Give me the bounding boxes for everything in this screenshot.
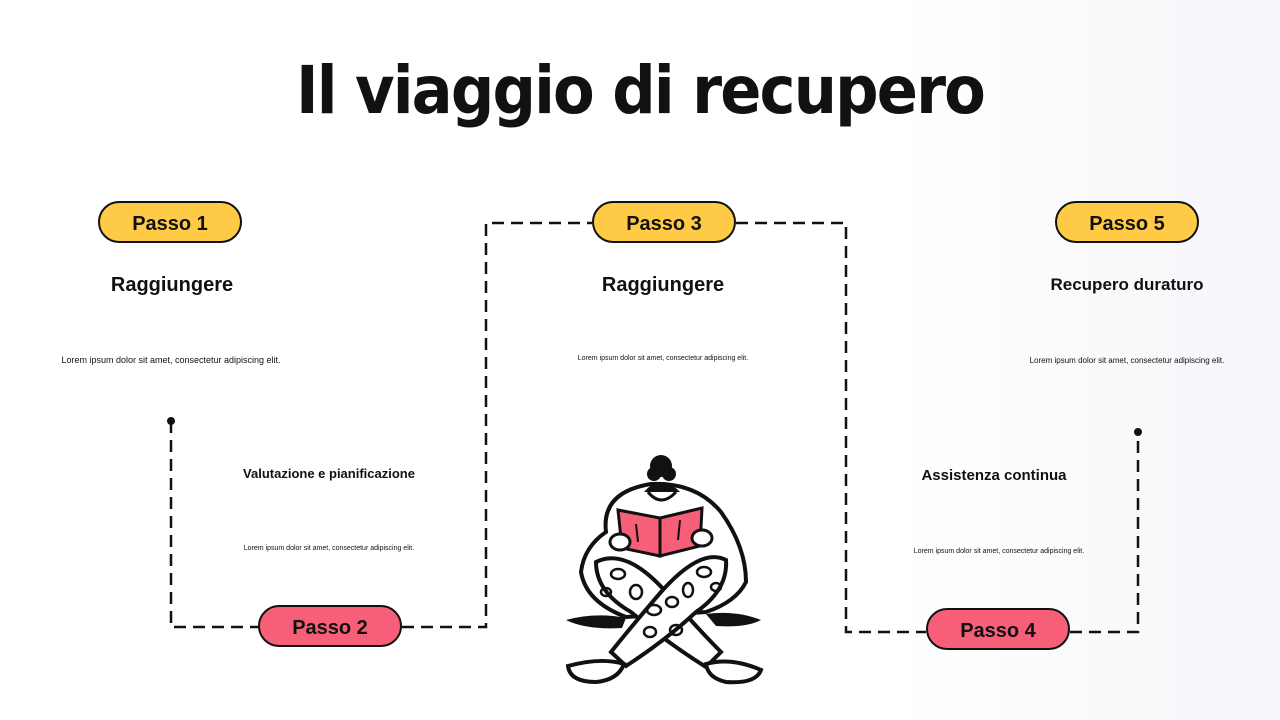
step-5-text: Lorem ipsum dolor sit amet, consectetur …	[1029, 356, 1225, 365]
step-1-text: Lorem ipsum dolor sit amet, consectetur …	[61, 355, 281, 365]
page-title: Il viaggio di recupero	[295, 52, 986, 129]
step-3-text: Lorem ipsum dolor sit amet, consectetur …	[577, 355, 749, 362]
step-1-badge: Passo 1	[98, 201, 242, 243]
step-4-badge: Passo 4	[926, 608, 1070, 650]
step-3-badge: Passo 3	[592, 201, 736, 243]
step-4-text: Lorem ipsum dolor sit amet, consectetur …	[913, 548, 1085, 555]
path-end-dot	[1134, 428, 1142, 436]
step-2-heading: Valutazione e pianificazione	[243, 466, 415, 481]
step-3-heading: Raggiungere	[601, 274, 725, 296]
step-2-text: Lorem ipsum dolor sit amet, consectetur …	[243, 545, 415, 552]
person-reading-book-icon	[565, 455, 764, 685]
step-1-heading: Raggiungere	[110, 274, 234, 296]
path-start-dot	[167, 417, 175, 425]
step-5-heading: Recupero duraturo	[1050, 275, 1204, 294]
step-2-badge: Passo 2	[258, 605, 402, 647]
step-4-heading: Assistenza continua	[921, 467, 1067, 484]
step-5-badge: Passo 5	[1055, 201, 1199, 243]
